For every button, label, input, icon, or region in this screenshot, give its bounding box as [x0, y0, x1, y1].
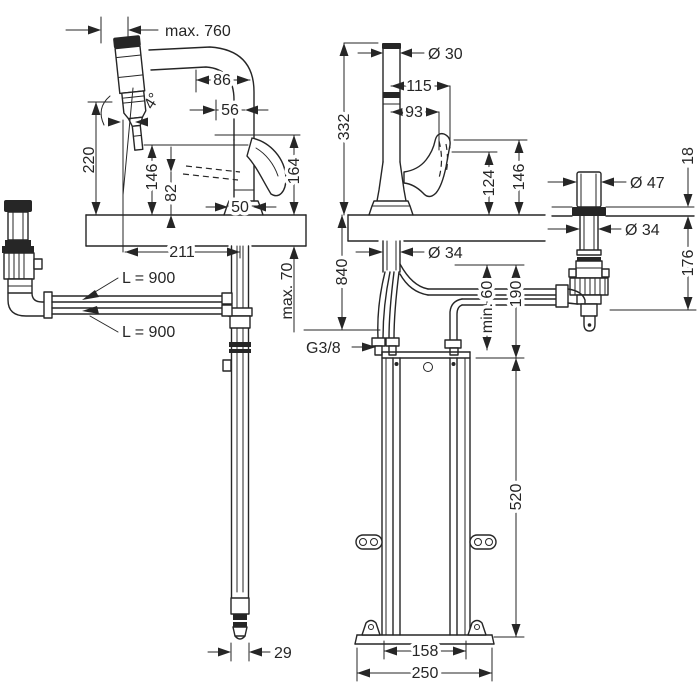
dim-min-60: min. 60 — [454, 264, 525, 351]
side-view: max. 760 86 56 4° — [2, 16, 307, 662]
dim-115: 115 — [390, 75, 451, 149]
dim-label-box-h: 520 — [508, 484, 525, 511]
dim-label-hose1: L = 900 — [122, 270, 175, 287]
dim-label-above: 18 — [680, 147, 697, 165]
front-view: Ø 30 115 93 332 124 — [303, 42, 557, 686]
dim-label-hole-d: Ø 34 — [428, 245, 463, 262]
dim-520: 520 — [475, 357, 529, 638]
dim-840: 840 — [303, 214, 381, 331]
dim-label-plate-w: 250 — [412, 665, 439, 682]
dim-label-select-hole-d: Ø 34 — [625, 222, 660, 239]
dim-label-h146: 146 — [511, 164, 528, 191]
dim-124: 124 — [451, 151, 502, 216]
dim-176: 176 — [609, 228, 700, 311]
dim-dia-30: Ø 30 — [357, 46, 463, 63]
dim-label-spout-w2: 56 — [221, 102, 239, 119]
dim-label-h124: 124 — [481, 170, 498, 197]
dim-label-hose2: L = 900 — [122, 324, 175, 341]
dim-label-h-aerator: 146 — [144, 164, 161, 191]
dim-label-pullout: max. 760 — [165, 23, 231, 40]
dim-label-w115: 115 — [406, 78, 432, 95]
dim-label-h-handle: 164 — [286, 158, 303, 185]
dim-82: 82 — [160, 146, 184, 228]
dim-164: 164 — [214, 134, 307, 216]
dim-146-front: 146 — [453, 139, 532, 216]
dim-max-760: max. 760 — [65, 16, 231, 44]
select-button — [572, 171, 606, 216]
dim-label-angle: 4° — [141, 90, 164, 112]
dim-dia-34-select: Ø 34 — [547, 222, 660, 239]
front-select-hoses — [399, 263, 557, 356]
dim-label-w93: 93 — [405, 104, 423, 121]
dim-dia-47: Ø 47 — [547, 175, 665, 192]
dim-angle-4: 4° — [100, 87, 164, 253]
select-countertop — [551, 206, 695, 217]
dim-max-70: max. 70 — [279, 246, 299, 333]
dim-18: 18 — [680, 147, 697, 229]
dim-label-spout-w1: 86 — [213, 72, 231, 89]
dim-label-hose-w: 29 — [274, 645, 292, 662]
dim-50: 50 — [205, 196, 277, 220]
dim-label-h-stream: 82 — [163, 184, 180, 202]
dim-label-base-w: 50 — [231, 199, 249, 216]
dim-190: 190 — [505, 264, 529, 359]
side-supply-hoses — [51, 292, 233, 317]
dim-label-counter: max. 70 — [279, 262, 296, 319]
dim-label-clearance: min. 60 — [479, 281, 496, 334]
side-handle — [182, 137, 287, 197]
dim-220: 220 — [81, 101, 113, 216]
dim-label-h-outlet: 220 — [81, 147, 98, 174]
dim-86: 86 — [195, 69, 251, 93]
dim-label-spout-d: Ø 30 — [428, 46, 463, 63]
select-detail-view: Ø 47 Ø 34 18 176 — [547, 147, 700, 332]
front-countertop — [347, 214, 546, 242]
dim-label-reach: 211 — [169, 244, 195, 261]
side-faucet-body — [148, 46, 264, 216]
dim-dia-34-front: Ø 34 — [355, 245, 463, 262]
select-body — [555, 215, 610, 332]
front-handle — [403, 132, 451, 198]
dim-label-button-d: Ø 47 — [630, 175, 665, 192]
dim-211: 211 — [124, 241, 241, 265]
dim-250: 250 — [356, 647, 493, 686]
dim-hose-length-2: L = 900 — [82, 306, 175, 341]
dim-label-d190: 190 — [508, 281, 525, 308]
dim-label-h-spout: 332 — [336, 114, 353, 141]
dim-332: 332 — [333, 42, 379, 216]
front-faucet-body — [368, 43, 414, 216]
side-countertop — [85, 214, 307, 247]
dim-146-side: 146 — [141, 144, 249, 216]
dim-56: 56 — [189, 99, 269, 123]
front-sbox — [354, 351, 497, 645]
dim-label-thread: G3/8 — [306, 340, 341, 357]
dim-93: 93 — [390, 101, 440, 151]
dim-label-box-w: 158 — [412, 643, 439, 660]
dim-g38: G3/8 — [306, 340, 376, 357]
front-supply-hoses — [371, 240, 401, 356]
dim-29: 29 — [207, 642, 292, 662]
dim-label-below: 176 — [680, 250, 697, 277]
side-spray-head — [113, 35, 147, 151]
side-select-valve — [2, 200, 53, 319]
dim-label-hose-len: 840 — [334, 259, 351, 286]
dim-hose-length-1: L = 900 — [82, 270, 175, 300]
side-pullout-hose — [222, 245, 253, 640]
dim-158: 158 — [383, 640, 467, 664]
